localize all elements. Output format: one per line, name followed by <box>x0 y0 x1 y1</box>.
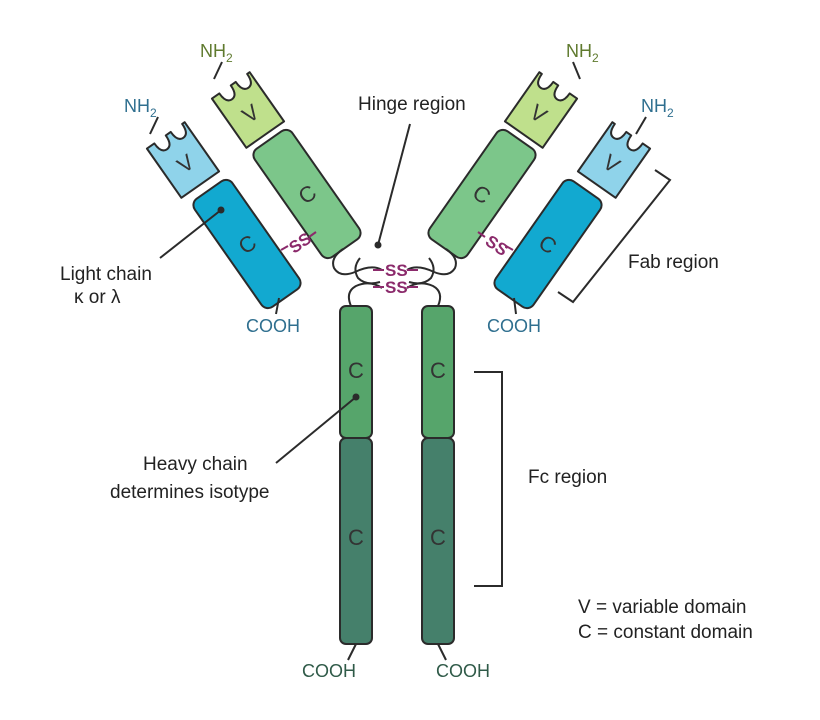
left-ch3-c-letter: C <box>348 525 364 550</box>
right-heavy-variable-domain: V <box>503 71 579 149</box>
left-ss-stem-b <box>308 231 317 238</box>
left-ss-stem-a <box>280 245 289 251</box>
right-light-variable-domain: V <box>576 121 652 199</box>
right-light-cooh-stem <box>513 297 517 315</box>
heavy-chain-sublabel: determines isotype <box>110 482 269 503</box>
right-ch2-c-letter: C <box>430 358 446 383</box>
light-chain-label: Light chain <box>60 264 152 285</box>
right-heavy-nh2-stem <box>572 61 581 80</box>
hinge-leader-dot <box>374 241 382 249</box>
hinge-disulfide-1: SS <box>385 261 408 280</box>
hinge-leader-line <box>377 123 411 246</box>
right-ss-stem-b <box>505 245 514 251</box>
left-heavy-chain-arm: C V NH2 <box>200 41 383 307</box>
fc-region-label: Fc region <box>528 467 607 488</box>
right-lower-hinge <box>406 282 442 307</box>
left-heavy-variable-domain: V <box>210 71 286 149</box>
light-chain-leader-dot <box>217 206 225 214</box>
legend-variable: V = variable domain <box>578 597 746 618</box>
hinge-region-label: Hinge region <box>358 94 466 115</box>
fc-bracket <box>474 371 503 587</box>
right-ch3-c-letter: C <box>430 525 446 550</box>
left-heavy-stem: C C COOH <box>302 305 373 681</box>
right-heavy-stem: C C COOH <box>421 305 490 681</box>
heavy-chain-leader-line <box>275 396 357 464</box>
right-stem-cooh-stem <box>437 643 447 661</box>
right-light-chain: C V NH2 COOH <box>487 96 674 336</box>
legend-constant: C = constant domain <box>578 622 753 643</box>
right-heavy-chain-arm: C V NH2 <box>406 41 599 307</box>
left-ch2-c-letter: C <box>348 358 364 383</box>
left-stem-cooh-stem <box>347 643 357 661</box>
left-light-nh2-label: NH2 <box>124 96 157 120</box>
right-stem-cooh-label: COOH <box>436 661 490 681</box>
left-light-nh2-stem <box>149 116 159 135</box>
right-heavy-nh2-label: NH2 <box>566 41 599 65</box>
heavy-chain-leader-dot <box>352 393 360 401</box>
left-light-variable-domain: V <box>145 121 221 199</box>
right-upper-hinge <box>406 248 457 276</box>
left-heavy-nh2-stem <box>213 61 223 80</box>
right-ss-stem-a <box>477 231 486 238</box>
light-chain-sublabel: κ or λ <box>74 287 121 308</box>
left-light-cooh-stem <box>275 297 280 315</box>
right-light-nh2-stem <box>635 116 647 135</box>
left-stem-cooh-label: COOH <box>302 661 356 681</box>
right-light-cooh-label: COOH <box>487 316 541 336</box>
left-lower-hinge <box>347 282 383 307</box>
right-heavy-constant-domain: C <box>427 128 537 260</box>
hinge-disulfide-2: SS <box>385 278 408 297</box>
right-light-constant-domain: C <box>493 178 603 310</box>
left-heavy-constant-domain: C <box>252 128 362 260</box>
left-heavy-nh2-label: NH2 <box>200 41 233 65</box>
right-light-nh2-label: NH2 <box>641 96 674 120</box>
fab-bracket <box>557 169 672 304</box>
fab-region-label: Fab region <box>628 252 719 273</box>
right-disulfide: SS <box>482 231 511 260</box>
light-chain-leader-line <box>159 209 222 259</box>
left-light-cooh-label: COOH <box>246 316 300 336</box>
left-upper-hinge <box>332 248 383 276</box>
heavy-chain-label: Heavy chain <box>143 454 248 475</box>
